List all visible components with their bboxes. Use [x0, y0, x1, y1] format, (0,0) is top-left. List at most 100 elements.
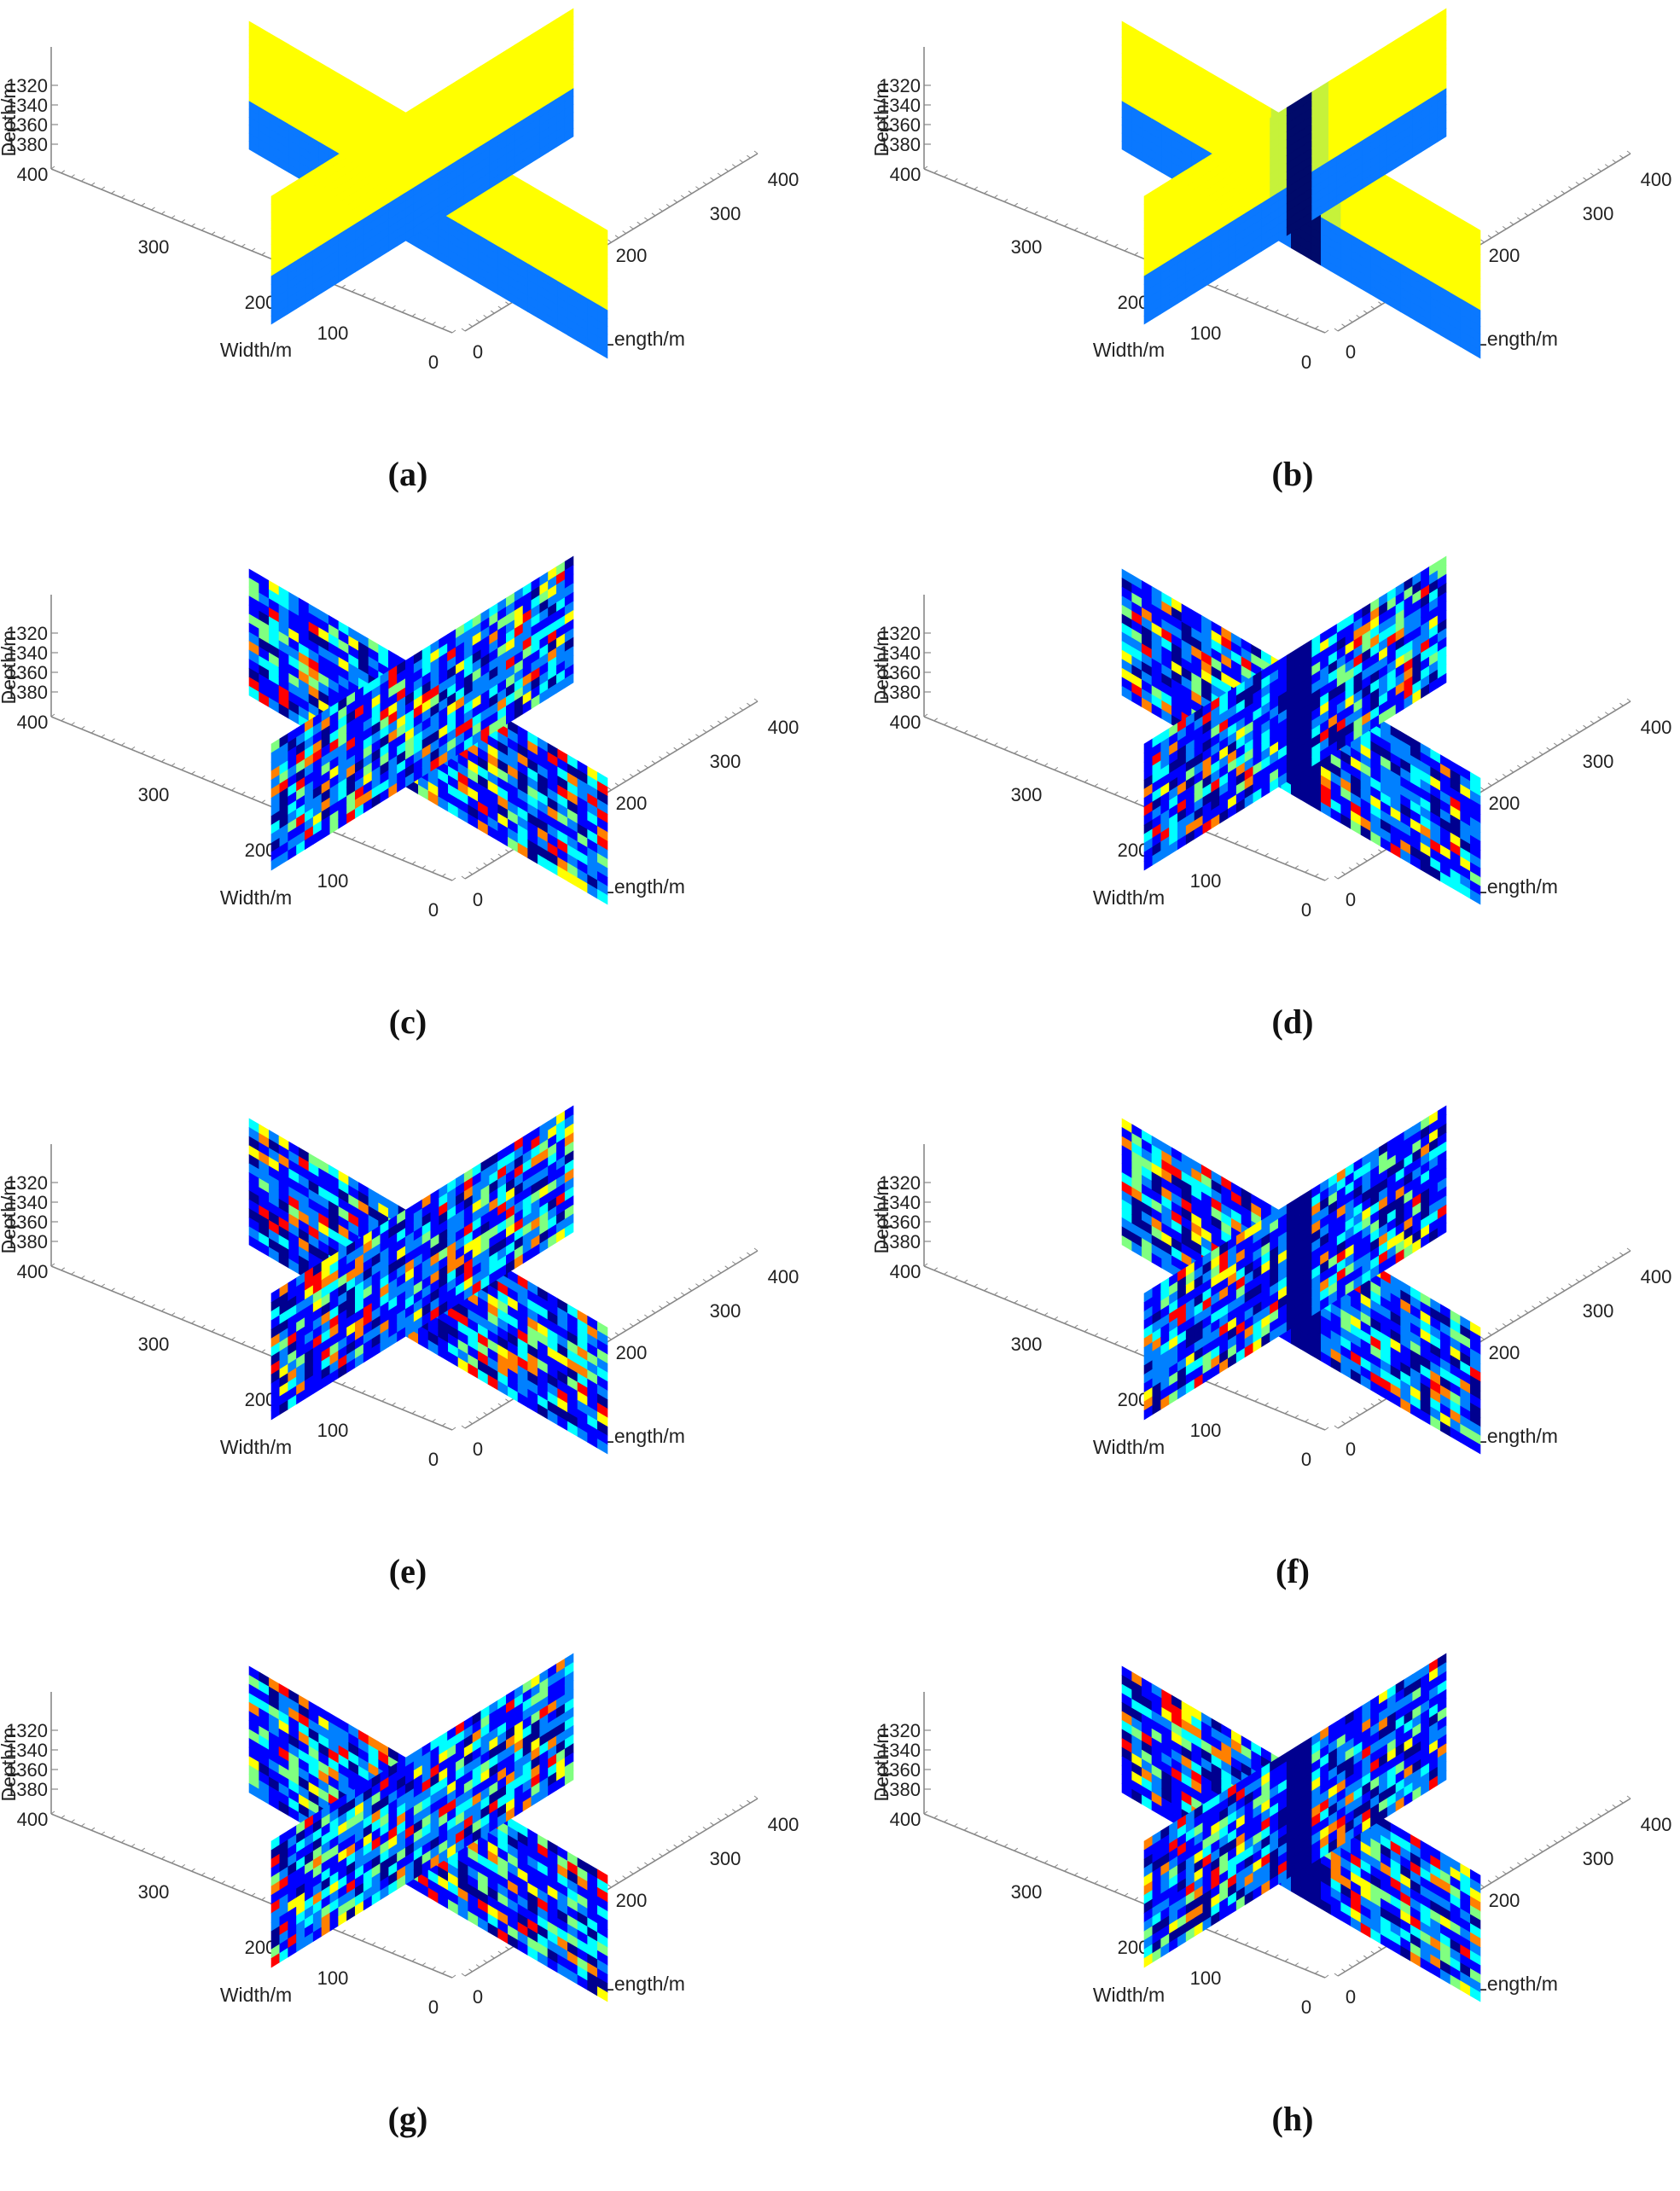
- length-minor-tick: [1496, 231, 1499, 234]
- length-axis-label: Length/m: [603, 328, 685, 350]
- width-minor-tick: [161, 1309, 165, 1311]
- width-minor-tick: [392, 305, 396, 308]
- length-minor-tick: [505, 1399, 509, 1402]
- length-tick-label: 0: [473, 341, 483, 363]
- width-minor-tick: [102, 187, 105, 189]
- width-minor-tick: [171, 1313, 175, 1316]
- length-minor-tick: [754, 1248, 758, 1251]
- width-minor-tick: [412, 1411, 416, 1414]
- width-minor-tick: [964, 730, 968, 733]
- width-minor-tick: [232, 1337, 235, 1340]
- length-minor-tick: [1539, 752, 1543, 754]
- length-minor-tick: [469, 1421, 473, 1424]
- width-minor-tick: [121, 195, 125, 198]
- width-minor-tick: [1275, 857, 1278, 860]
- length-minor-tick: [623, 231, 626, 234]
- length-minor-tick: [1590, 173, 1594, 176]
- width-minor-tick: [91, 1280, 95, 1282]
- width-minor-tick: [985, 739, 988, 741]
- width-minor-tick: [945, 723, 948, 725]
- length-axis-label: Length/m: [603, 1425, 685, 1447]
- width-minor-tick: [392, 853, 396, 856]
- length-minor-tick: [1496, 779, 1499, 782]
- width-minor-tick: [152, 207, 155, 210]
- length-minor-tick: [666, 204, 670, 206]
- width-minor-tick: [1044, 216, 1048, 218]
- width-minor-tick: [1285, 314, 1288, 317]
- width-minor-tick: [362, 1391, 365, 1393]
- cross-section-walls: [1122, 556, 1480, 904]
- width-minor-tick: [342, 1382, 346, 1385]
- width-minor-tick: [934, 718, 938, 721]
- width-minor-tick: [1034, 212, 1038, 214]
- width-minor-tick: [342, 285, 346, 288]
- width-minor-tick: [1315, 326, 1318, 328]
- width-minor-tick: [433, 869, 436, 872]
- length-minor-tick: [1547, 747, 1550, 750]
- length-minor-tick: [498, 854, 502, 857]
- length-minor-tick: [1488, 235, 1491, 238]
- length-minor-tick: [476, 1417, 480, 1420]
- length-minor-tick: [1539, 204, 1543, 206]
- width-minor-tick: [252, 796, 255, 799]
- length-minor-tick: [1619, 155, 1623, 158]
- width-minor-tick: [1215, 285, 1218, 288]
- width-minor-tick: [1135, 253, 1138, 255]
- width-minor-tick: [72, 1272, 75, 1275]
- length-minor-tick: [615, 235, 619, 238]
- width-tick-label: 300: [1011, 784, 1043, 805]
- length-minor-tick: [732, 165, 735, 167]
- length-minor-tick: [674, 200, 677, 202]
- length-axis-label: Length/m: [603, 875, 685, 898]
- width-minor-tick: [1285, 862, 1288, 864]
- width-minor-tick: [112, 191, 115, 194]
- width-minor-tick: [61, 1268, 65, 1270]
- width-minor-tick: [442, 874, 445, 876]
- length-minor-tick: [1357, 315, 1360, 317]
- width-minor-tick: [131, 1296, 135, 1299]
- length-minor-tick: [754, 699, 758, 701]
- length-minor-tick: [747, 1252, 750, 1255]
- width-minor-tick: [994, 743, 997, 746]
- length-minor-tick: [630, 1323, 633, 1326]
- length-tick-label: 0: [473, 1438, 483, 1460]
- width-minor-tick: [182, 219, 185, 222]
- length-minor-tick: [725, 717, 729, 719]
- length-minor-tick: [1627, 151, 1631, 154]
- length-minor-tick: [1517, 765, 1520, 768]
- length-minor-tick: [747, 703, 750, 706]
- width-minor-tick: [1125, 248, 1128, 251]
- width-minor-tick: [1305, 322, 1309, 324]
- length-minor-tick: [630, 226, 633, 229]
- width-minor-tick: [402, 857, 405, 860]
- width-minor-tick: [974, 735, 978, 737]
- length-minor-tick: [1481, 787, 1485, 790]
- length-minor-tick: [681, 743, 684, 746]
- length-minor-tick: [1378, 850, 1381, 852]
- length-minor-tick: [740, 160, 743, 162]
- width-minor-tick: [1074, 776, 1078, 778]
- length-axis-label: Length/m: [1476, 328, 1558, 350]
- width-minor-tick: [1135, 800, 1138, 803]
- width-minor-tick: [1065, 771, 1068, 774]
- width-axis-label: Width/m: [1093, 339, 1165, 361]
- width-minor-tick: [252, 1345, 255, 1348]
- length-minor-tick: [644, 765, 648, 768]
- width-minor-tick: [182, 1316, 185, 1319]
- width-minor-tick: [161, 212, 165, 214]
- cross-section-walls: [249, 556, 607, 904]
- width-minor-tick: [422, 866, 426, 869]
- length-minor-tick: [703, 729, 706, 732]
- width-minor-tick: [1315, 874, 1318, 876]
- length-minor-tick: [1561, 739, 1565, 741]
- width-minor-tick: [1025, 207, 1028, 210]
- length-minor-tick: [1627, 699, 1631, 701]
- length-minor-tick: [505, 850, 509, 852]
- width-tick-label: 400: [890, 164, 921, 185]
- length-minor-tick: [1342, 324, 1346, 327]
- length-minor-tick: [1363, 311, 1367, 313]
- length-minor-tick: [615, 1333, 619, 1335]
- length-minor-tick: [1525, 213, 1528, 216]
- length-minor-tick: [695, 1284, 699, 1287]
- width-minor-tick: [72, 175, 75, 177]
